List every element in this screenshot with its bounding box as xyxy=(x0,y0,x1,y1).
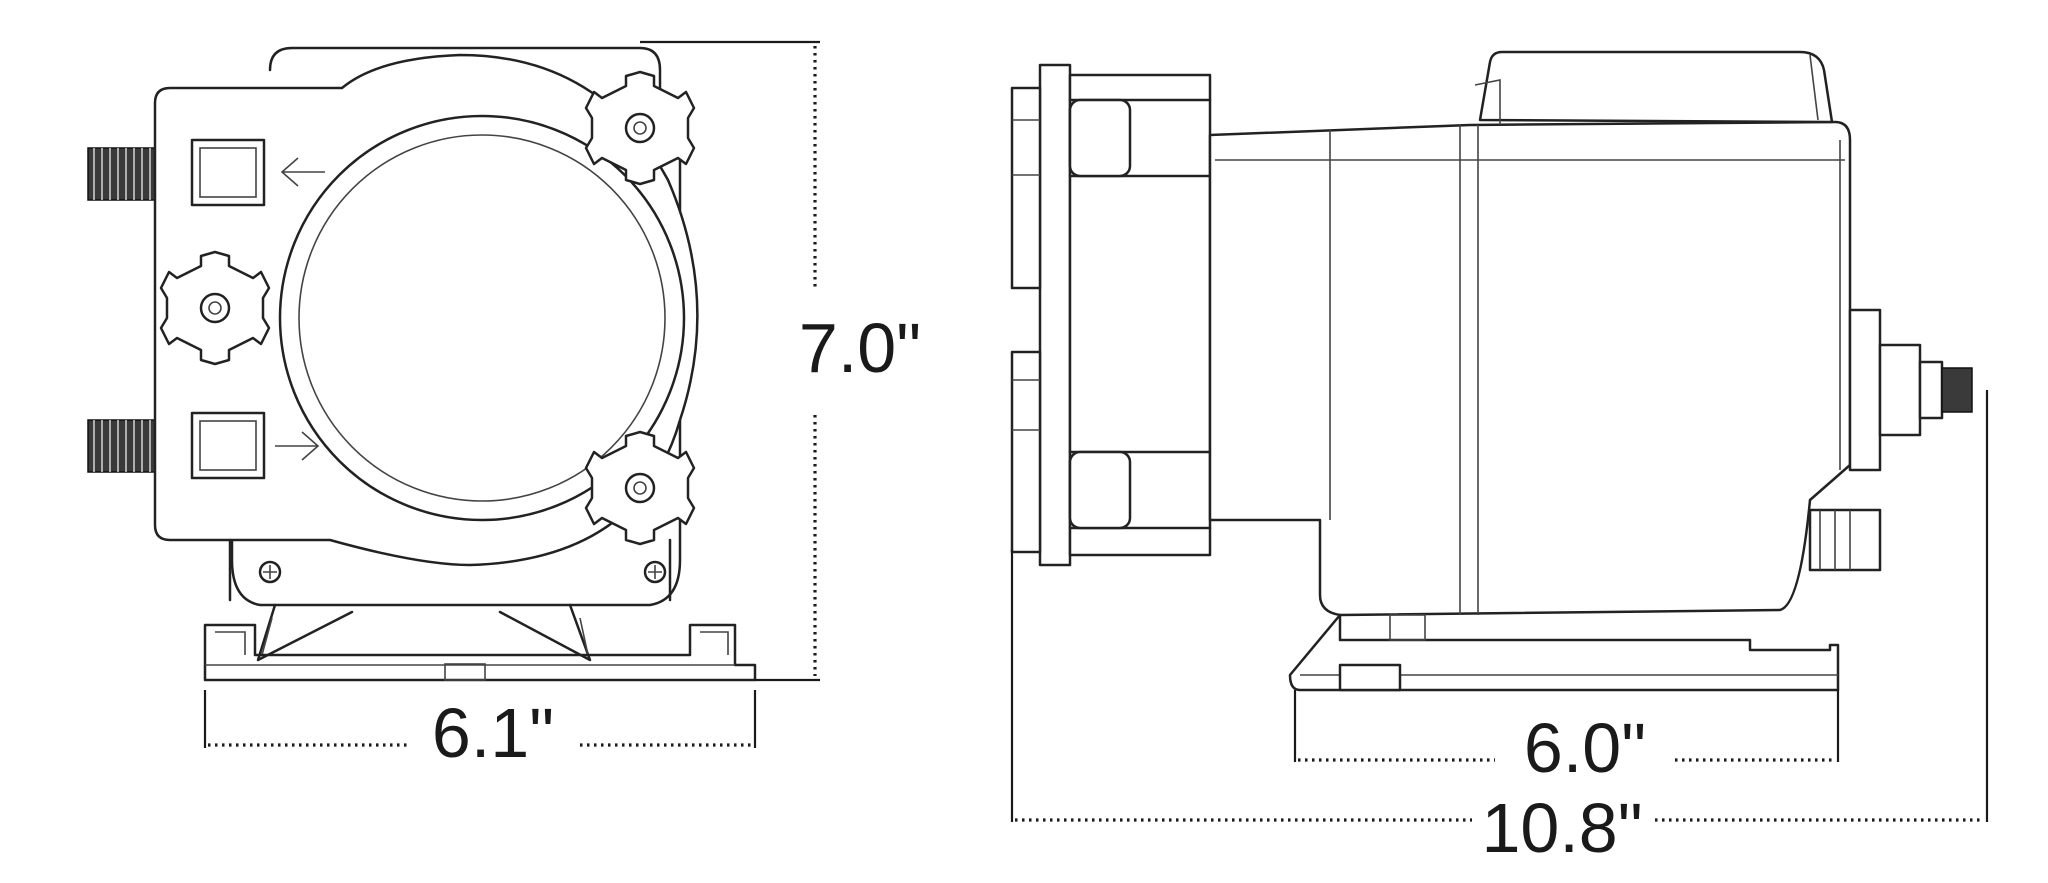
front-view xyxy=(87,46,757,682)
side-cable-gland xyxy=(1808,508,1882,572)
screw-left xyxy=(258,560,282,584)
front-width-dimension: 6.1" xyxy=(203,690,757,772)
side-base-label: 6.0" xyxy=(1524,709,1646,787)
outlet-port xyxy=(190,411,266,480)
front-height-dimension: 7.0" xyxy=(640,40,921,682)
side-top-junction-box xyxy=(1478,50,1834,124)
side-overall-dimension: 10.8" xyxy=(1010,390,1989,867)
pump-head-outer xyxy=(278,114,686,522)
front-width-label: 6.1" xyxy=(432,694,554,772)
pump-head-inner xyxy=(298,134,666,502)
inlet-port xyxy=(190,138,266,207)
knob-top-right xyxy=(584,70,696,186)
screw-right xyxy=(643,560,667,584)
side-base-dimension: 6.0" xyxy=(1293,690,1840,787)
knob-middle-left xyxy=(159,250,271,366)
inlet-arrow-icon xyxy=(280,157,325,187)
side-view xyxy=(1010,50,1973,692)
outlet-arrow-icon xyxy=(275,431,320,461)
side-flange xyxy=(1038,63,1072,567)
front-height-label: 7.0" xyxy=(799,309,921,387)
front-plate xyxy=(153,53,699,567)
inlet-threaded-fitting xyxy=(87,147,157,201)
side-base-plate xyxy=(1288,613,1840,692)
knob-bottom-right xyxy=(584,430,696,546)
side-overall-label: 10.8" xyxy=(1481,789,1642,867)
outlet-threaded-fitting xyxy=(87,419,157,473)
front-base-plate xyxy=(203,623,757,682)
side-motor-body xyxy=(1208,120,1852,617)
side-rear-connector xyxy=(1848,308,1882,472)
